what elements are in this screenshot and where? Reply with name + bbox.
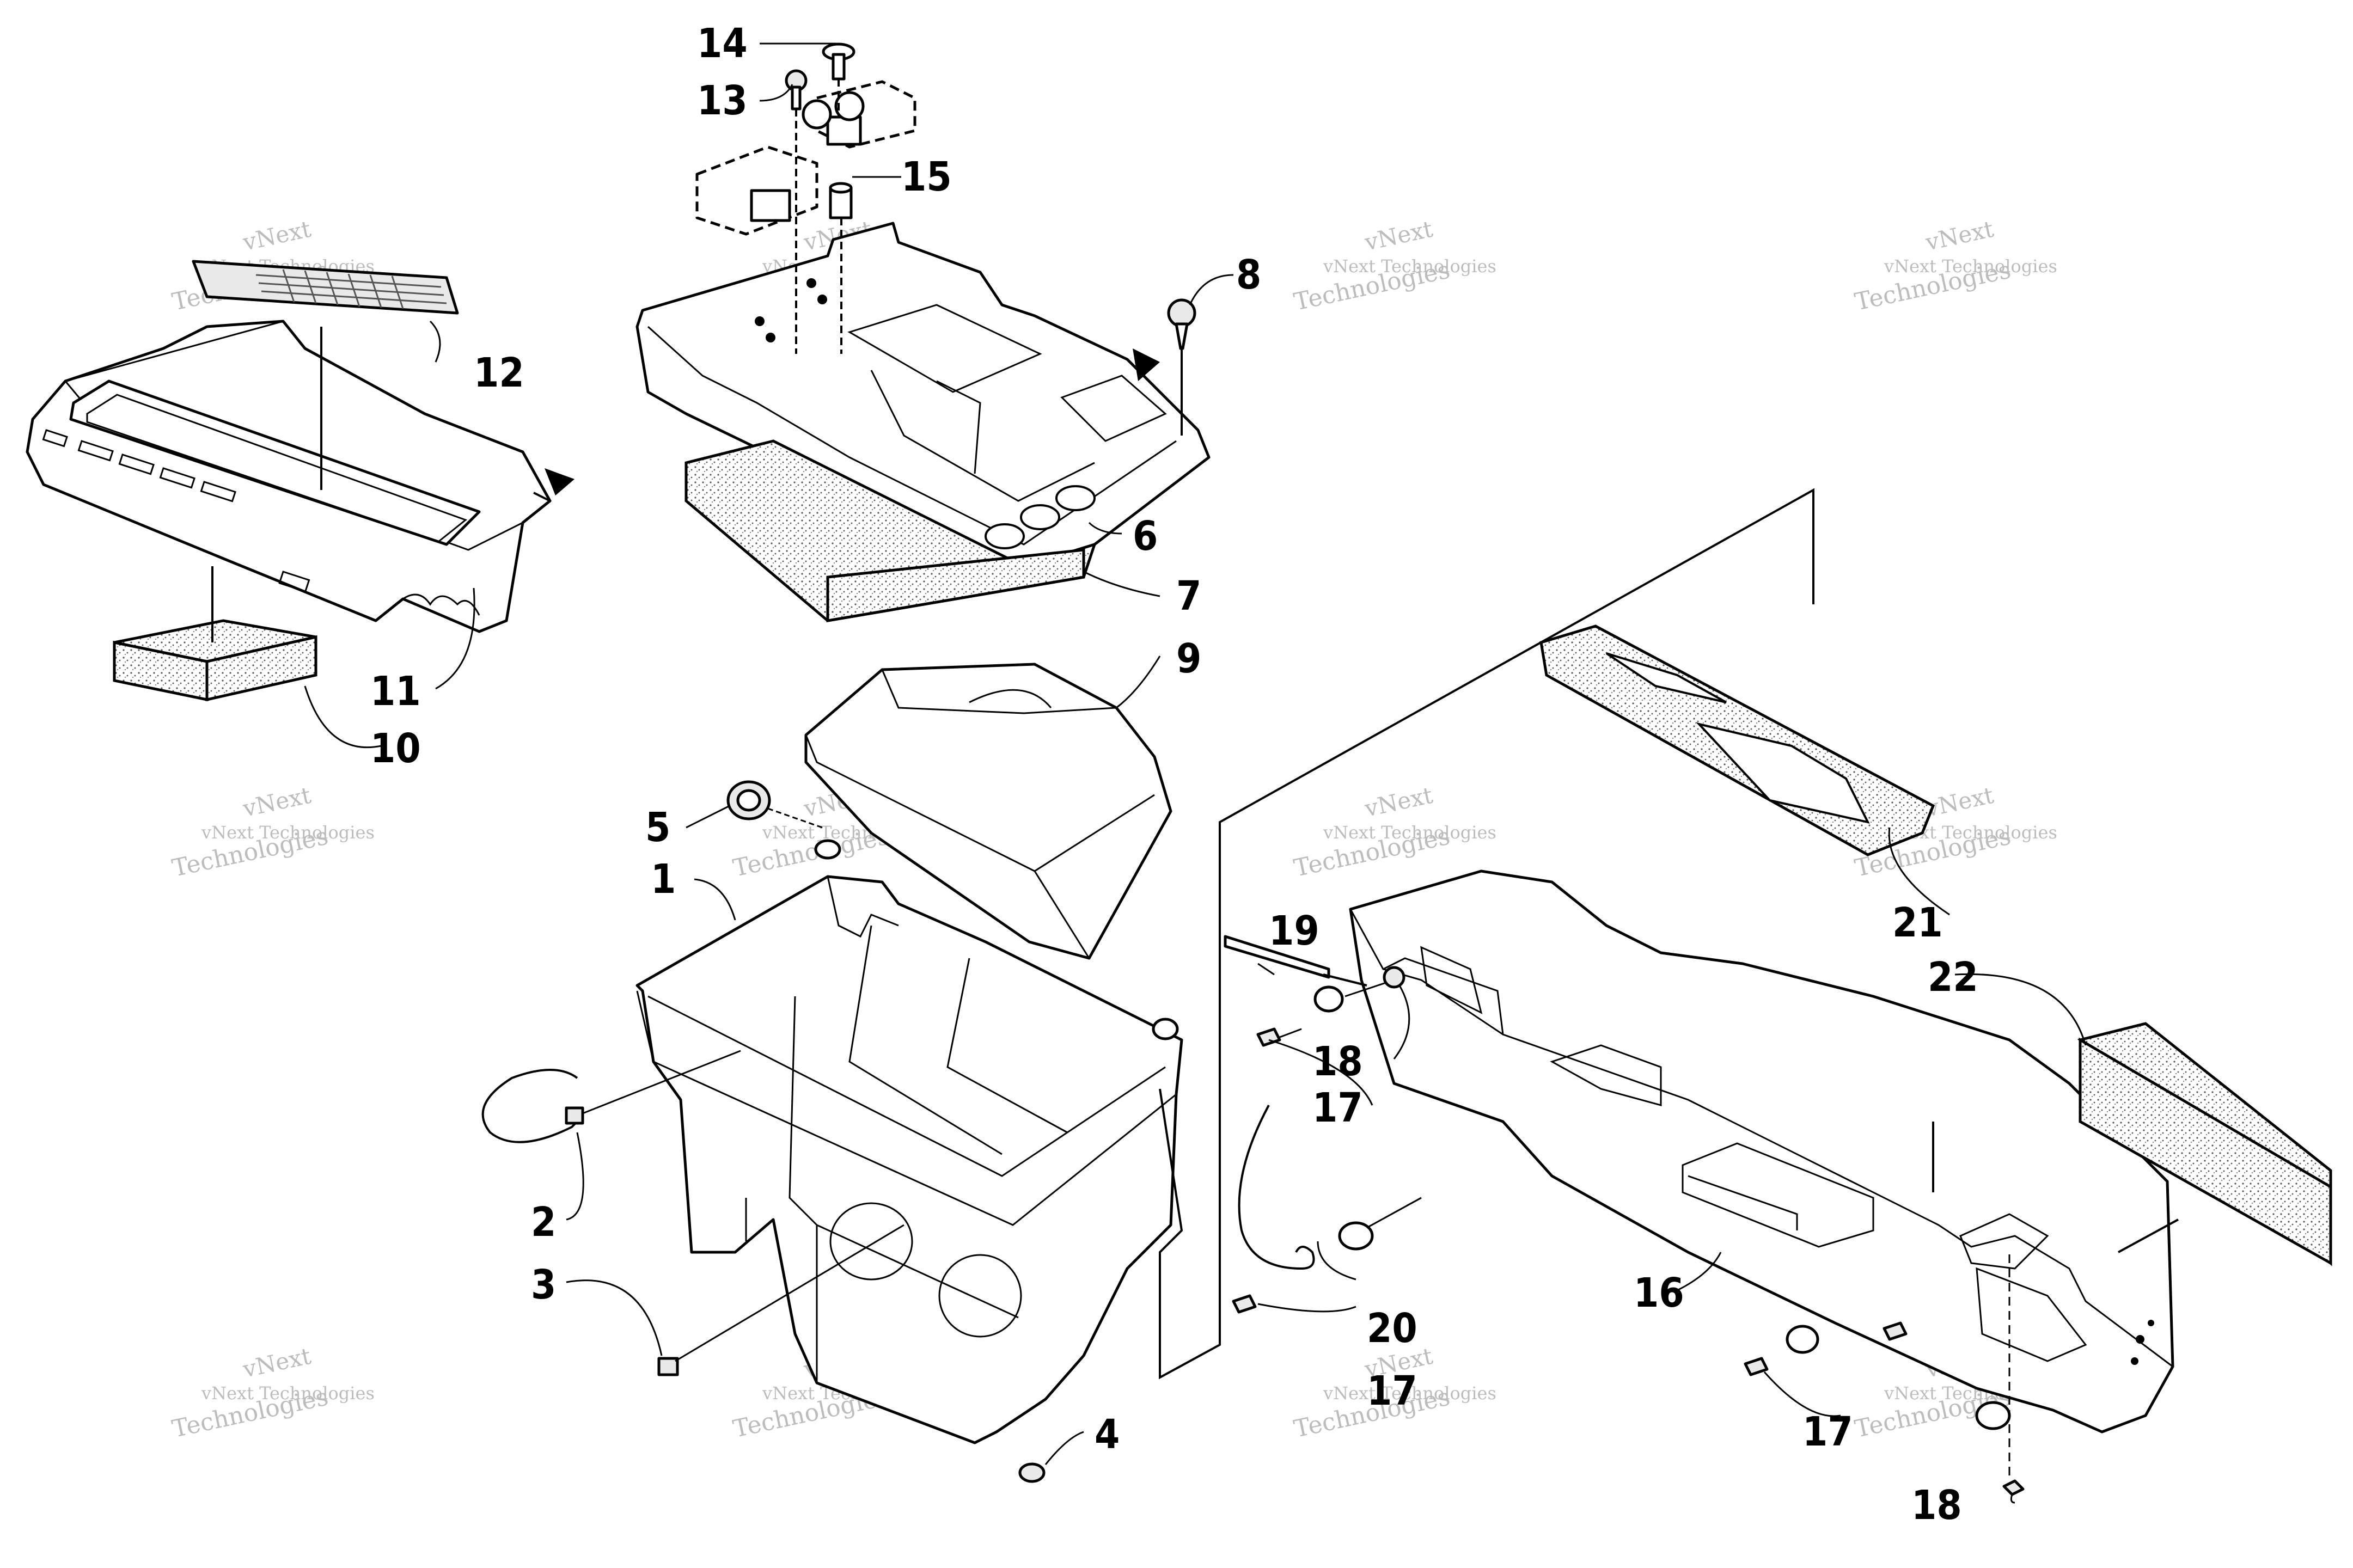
watermark: vNext vNext Technologies Technologies bbox=[1292, 782, 1496, 883]
watermark: vNext vNext Technologies Technologies bbox=[170, 782, 375, 883]
svg-text:vNext: vNext bbox=[1923, 216, 1996, 256]
watermark: vNext vNext Technologies Technologies bbox=[1853, 216, 2057, 316]
spacer-15 bbox=[829, 182, 853, 219]
svg-text:vNext: vNext bbox=[1362, 782, 1435, 822]
callout-leaders bbox=[304, 42, 2087, 1504]
svg-text:vNext Technologies: vNext Technologies bbox=[1323, 1383, 1496, 1404]
callout-6: 6 bbox=[1133, 513, 1158, 560]
callout-21: 21 bbox=[1892, 899, 1943, 946]
watermark: vNext vNext Technologies Technologies bbox=[170, 1343, 375, 1443]
pod-foam-pad bbox=[113, 619, 317, 702]
svg-text:vNext: vNext bbox=[1362, 216, 1435, 256]
screw-13 bbox=[785, 69, 808, 111]
dipstick bbox=[1224, 935, 1405, 1013]
arrow-marker bbox=[1133, 348, 1160, 381]
electrical-tray bbox=[635, 222, 1211, 579]
instrument-pod bbox=[26, 320, 575, 633]
callout-18-upper: 18 bbox=[1312, 1038, 1363, 1085]
svg-text:vNext Technologies: vNext Technologies bbox=[1884, 256, 2057, 277]
watermark: vNext vNext Technologies Technologies bbox=[1292, 216, 1496, 316]
svg-text:vNext Technologies: vNext Technologies bbox=[1323, 822, 1496, 843]
leaders-top bbox=[795, 79, 1183, 436]
airbox bbox=[635, 839, 1183, 1444]
callout-9: 9 bbox=[1176, 635, 1201, 682]
callout-12: 12 bbox=[474, 350, 524, 396]
svg-text:vNext: vNext bbox=[240, 782, 313, 822]
callout-11: 11 bbox=[370, 668, 421, 715]
callout-3: 3 bbox=[531, 1261, 556, 1308]
callout-8: 8 bbox=[1236, 252, 1261, 298]
air-temp-sensor bbox=[481, 1050, 741, 1143]
svg-text:vNext Technologies: vNext Technologies bbox=[201, 822, 375, 843]
callout-1: 1 bbox=[651, 856, 676, 903]
console bbox=[1349, 869, 2174, 1434]
callout-17-lower: 17 bbox=[1367, 1368, 1417, 1414]
callout-13: 13 bbox=[697, 77, 748, 124]
airbox-fastener bbox=[726, 780, 823, 829]
grommet-4 bbox=[1018, 1462, 1046, 1483]
svg-text:vNext: vNext bbox=[240, 216, 313, 256]
callout-19: 19 bbox=[1269, 908, 1319, 954]
console-rear-foam bbox=[2077, 1022, 2332, 1266]
leader-line bbox=[2118, 1218, 2179, 1253]
screw-17-right bbox=[1744, 1321, 1908, 1376]
console-top-foam bbox=[1539, 624, 1935, 856]
callout-17-right: 17 bbox=[1802, 1408, 1853, 1455]
svg-text:vNext Technologies: vNext Technologies bbox=[201, 1383, 375, 1404]
callout-20: 20 bbox=[1367, 1305, 1417, 1352]
airbox-lid bbox=[804, 663, 1172, 960]
switch-module bbox=[695, 80, 916, 236]
vent-tube bbox=[1238, 1105, 1422, 1270]
callout-14: 14 bbox=[697, 20, 748, 67]
callout-16: 16 bbox=[1634, 1270, 1684, 1316]
svg-text:vNext: vNext bbox=[1923, 782, 1996, 822]
callout-10: 10 bbox=[370, 725, 421, 772]
arrow-marker bbox=[545, 468, 575, 495]
callout-17-upper: 17 bbox=[1312, 1085, 1363, 1131]
instrument-decal bbox=[192, 260, 459, 315]
callout-2: 2 bbox=[531, 1199, 556, 1246]
callout-5: 5 bbox=[645, 804, 670, 851]
tray-foam-pad bbox=[684, 439, 1097, 622]
clip-3 bbox=[657, 1224, 904, 1376]
screw-8 bbox=[1167, 298, 1196, 350]
svg-text:vNext: vNext bbox=[240, 1343, 313, 1383]
nut-18 bbox=[1975, 1252, 2025, 1496]
callout-18-lower: 18 bbox=[1911, 1482, 1962, 1529]
callout-4: 4 bbox=[1095, 1411, 1120, 1458]
svg-text:vNext Technologies: vNext Technologies bbox=[1323, 256, 1496, 277]
callout-22: 22 bbox=[1928, 954, 1978, 1001]
callout-7: 7 bbox=[1176, 573, 1201, 620]
callout-numbers: 14 13 15 12 8 6 7 9 11 10 5 1 2 3 4 19 1… bbox=[370, 20, 1978, 1529]
screw-14 bbox=[822, 42, 855, 81]
assembly-leader bbox=[1159, 488, 1814, 1380]
screw-17-left-lower bbox=[1232, 1294, 1257, 1314]
callout-15: 15 bbox=[901, 154, 952, 200]
